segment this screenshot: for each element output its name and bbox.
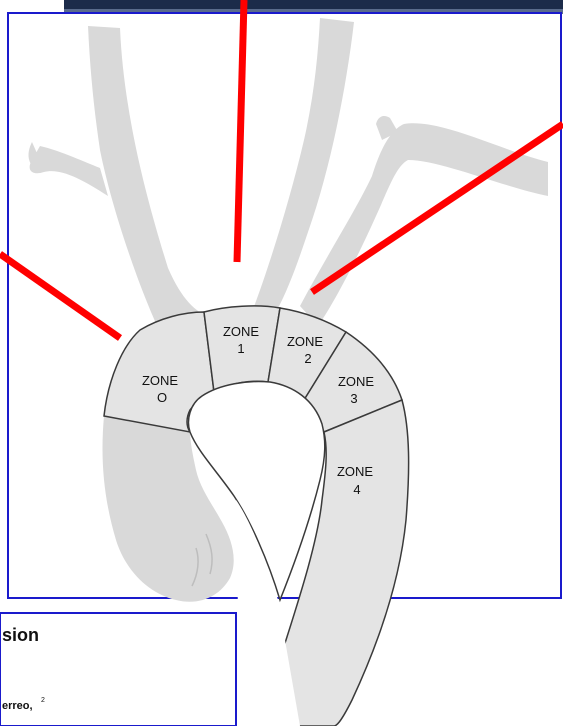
zone-0-label-line1: ZONE (142, 373, 178, 388)
branch-vessels (29, 18, 549, 332)
panel-heading-fragment: sion (2, 625, 39, 645)
right-subclavian-artery (30, 146, 108, 196)
left-subclavian-artery (300, 123, 548, 326)
panel-citation-fragment: erreo, (2, 700, 33, 712)
zone-2-label-line1: ZONE (287, 334, 323, 349)
panel-citation-superscript: 2 (41, 697, 45, 704)
zone-2-label-line2: 2 (304, 351, 311, 366)
zone-3-label-line2: 3 (350, 391, 357, 406)
zone-4-label-line2: 4 (353, 482, 360, 497)
zone-0-label-line2: O (157, 390, 167, 405)
zone-1-label-line2: 1 (237, 341, 244, 356)
bottom-text-panel: sion erreo, 2 (0, 613, 236, 726)
zone-3-label-line1: ZONE (338, 374, 374, 389)
pointer-line-left (0, 254, 120, 338)
right-carotid-artery (88, 26, 208, 332)
zone-1-label-line1: ZONE (223, 324, 259, 339)
zone-4-label-line1: ZONE (337, 464, 373, 479)
pointer-line-center (237, 0, 244, 262)
